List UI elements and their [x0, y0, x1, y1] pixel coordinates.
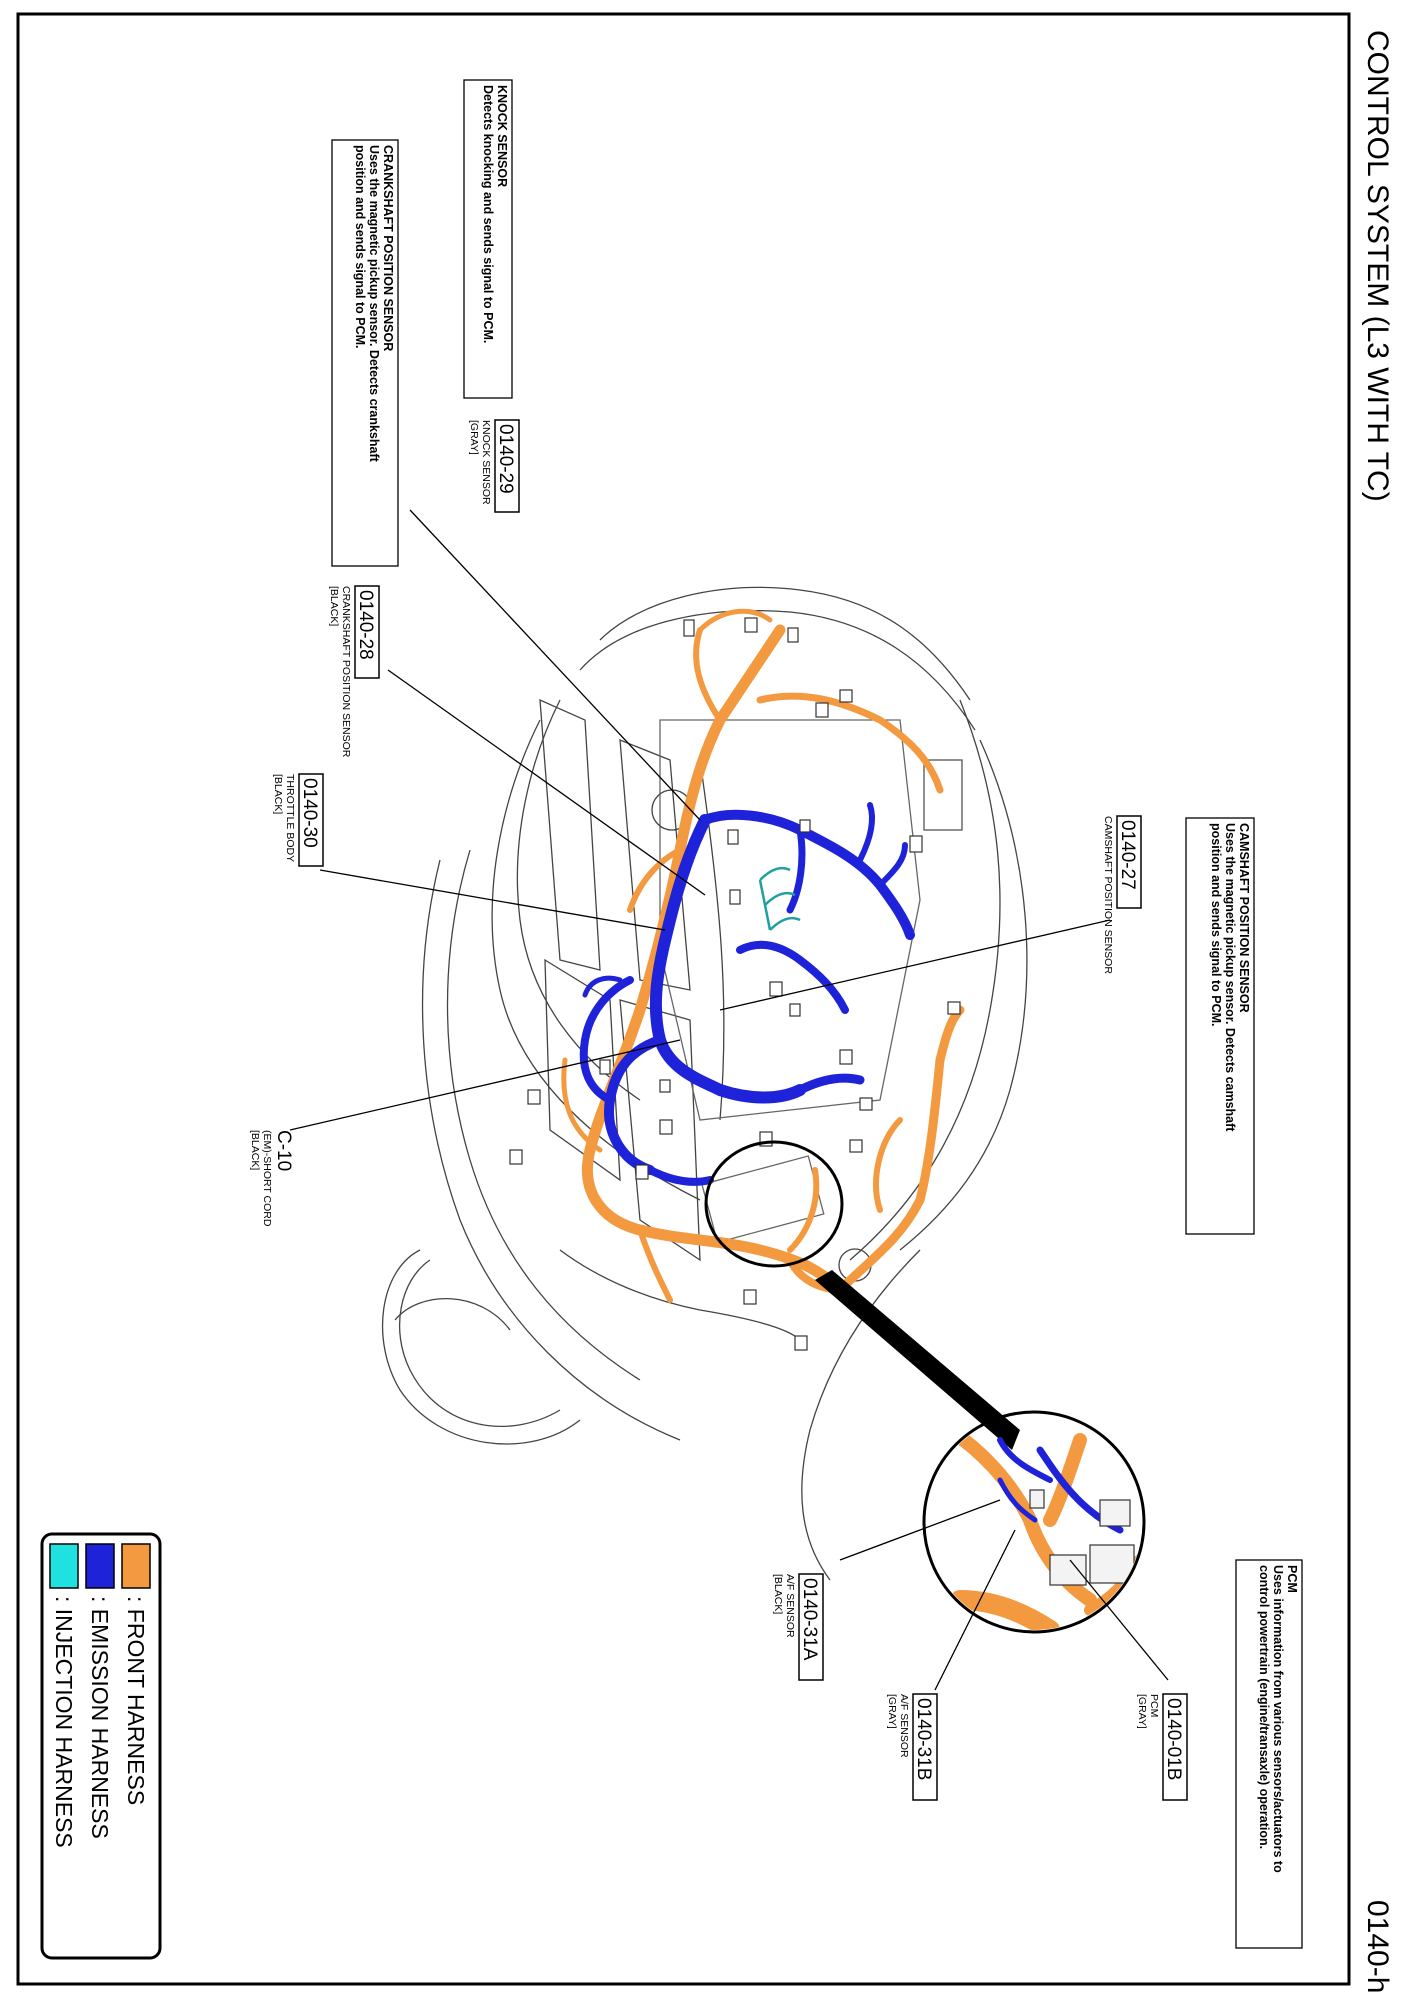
throttle-name: THROTTLE BODY	[284, 774, 296, 862]
page-border	[16, 12, 1351, 1986]
cam-name: CAMSHAFT POSITION SENSOR	[1102, 816, 1114, 974]
crank-code: 0140-28	[355, 590, 376, 660]
camshaft-description-box: CAMSHAFT POSITION SENSOR Uses the magnet…	[1185, 817, 1255, 1235]
knock-name: KNOCK SENSOR	[480, 420, 492, 505]
crank-name: CRANKSHAFT POSITION SENSOR	[340, 586, 352, 758]
page-code: 0140-h	[1361, 1900, 1394, 1993]
magnifier-cone	[815, 1270, 1020, 1450]
label-0140-01b: 0140-01B PCM [GRAY]	[1136, 1693, 1188, 1801]
cam-box-title: CAMSHAFT POSITION SENSOR	[1237, 823, 1251, 1013]
crank-box-line-2: position and sends signal to PCM.	[353, 145, 367, 349]
legend-emission-label: : EMISSION HARNESS	[87, 1596, 113, 1839]
afb-code: 0140-31B	[913, 1698, 934, 1780]
pcm-box-line-2: control powertrain (engine/transaxle) op…	[1257, 1565, 1271, 1849]
afb-color: [GRAY]	[886, 1694, 898, 1729]
legend-swatch-emission	[85, 1543, 115, 1589]
crank-box-line-1: Uses the magnetic pickup sensor. Detects…	[367, 145, 381, 463]
pcm-color: [GRAY]	[1136, 1694, 1148, 1729]
legend-swatch-front	[121, 1543, 151, 1589]
knock-box-title: KNOCK SENSOR	[495, 85, 509, 187]
knock-code: 0140-29	[495, 424, 516, 494]
throttle-code: 0140-30	[299, 778, 320, 848]
legend-front-label: : FRONT HARNESS	[123, 1596, 149, 1805]
label-0140-29: 0140-29 KNOCK SENSOR [GRAY]	[468, 419, 520, 513]
crank-color: [BLACK]	[328, 586, 340, 626]
crankshaft-description-box: CRANKSHAFT POSITION SENSOR Uses the magn…	[331, 139, 399, 567]
legend-injection-label: : INJECTION HARNESS	[51, 1596, 77, 1848]
label-0140-28: 0140-28 CRANKSHAFT POSITION SENSOR [BLAC…	[328, 585, 380, 758]
pcm-box-line-1: Uses information from various sensors/ac…	[1271, 1565, 1285, 1873]
legend-swatch-injection	[49, 1543, 79, 1589]
crank-box-title: CRANKSHAFT POSITION SENSOR	[381, 145, 395, 351]
cam-code: 0140-27	[1117, 820, 1138, 890]
detail-view	[943, 1423, 1142, 1630]
detail-circle	[922, 1410, 1146, 1634]
label-0140-31b: 0140-31B A/F SENSOR [GRAY]	[886, 1693, 938, 1801]
pcm-box-title: PCM	[1285, 1565, 1299, 1593]
injection-harness-routing	[758, 866, 801, 931]
pcm-description-box: PCM Uses information from various sensor…	[1235, 1559, 1303, 1949]
afa-color: [BLACK]	[772, 1574, 784, 1614]
knock-box-line-1: Detects knocking and sends signal to PCM…	[481, 85, 495, 343]
magnifier-ring	[704, 1140, 844, 1268]
pcm-code: 0140-01B	[1163, 1698, 1184, 1780]
knock-sensor-description-box: KNOCK SENSOR Detects knocking and sends …	[463, 79, 513, 399]
cam-box-line-2: position and sends signal to PCM.	[1209, 823, 1223, 1027]
c10-name: (EM)-SHORT CORD	[261, 1130, 273, 1227]
harness-legend: : FRONT HARNESS : EMISSION HARNESS : INJ…	[40, 1532, 162, 1960]
label-0140-31a: 0140-31A A/F SENSOR [BLACK]	[772, 1573, 824, 1681]
leader-lines	[289, 509, 1169, 1691]
throttle-color: [BLACK]	[272, 774, 284, 814]
afb-name: A/F SENSOR	[898, 1694, 910, 1758]
afa-name: A/F SENSOR	[784, 1574, 796, 1638]
front-harness-routing	[561, 608, 965, 1303]
vehicle-outline	[382, 586, 1028, 1581]
label-0140-27: 0140-27 CAMSHAFT POSITION SENSOR	[1102, 815, 1142, 974]
pcm-name: PCM	[1148, 1694, 1160, 1717]
emission-harness-routing	[579, 802, 915, 1186]
afa-code: 0140-31A	[799, 1578, 820, 1661]
c10-color: [BLACK]	[249, 1130, 261, 1170]
page-title: CONTROL SYSTEM (L3 WITH TC)	[1361, 30, 1394, 502]
cam-box-line-1: Uses the magnetic pickup sensor. Detects…	[1223, 823, 1237, 1132]
label-c-10: C-10 (EM)-SHORT CORD [BLACK]	[249, 1130, 294, 1227]
knock-color: [GRAY]	[468, 420, 480, 455]
c10-code: C-10	[273, 1130, 294, 1171]
label-0140-30: 0140-30 THROTTLE BODY [BLACK]	[272, 773, 324, 867]
